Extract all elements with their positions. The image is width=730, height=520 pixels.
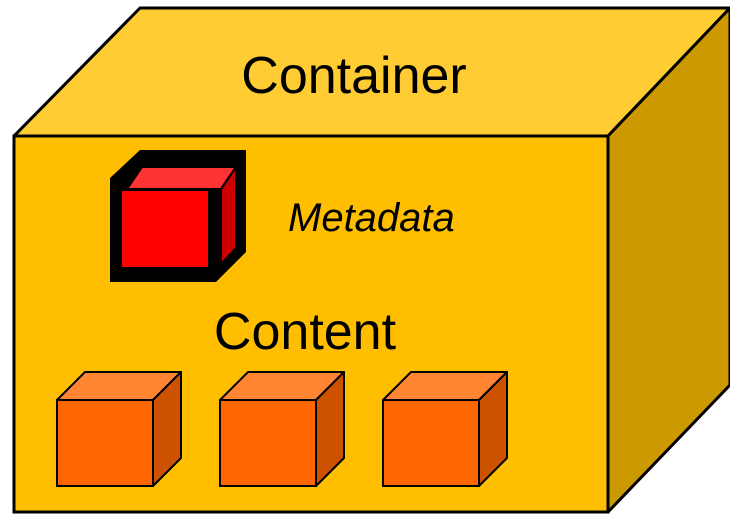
- content-cube-front-face: [219, 399, 317, 487]
- content-label: Content: [214, 303, 397, 361]
- container-label: Container: [241, 47, 466, 105]
- metadata-cube-top-face: [125, 166, 238, 190]
- metadata-cube: [110, 150, 246, 282]
- content-cubes: [56, 371, 508, 487]
- content-cube-3: [382, 371, 508, 487]
- content-cube-front-face: [382, 399, 480, 487]
- content-cube-1: [56, 371, 182, 487]
- content-cube-front-face: [56, 399, 154, 487]
- metadata-cube-front-face: [122, 191, 208, 267]
- content-cube-2: [219, 371, 345, 487]
- metadata-cube-side-face: [220, 163, 237, 267]
- metadata-label: Metadata: [288, 196, 455, 240]
